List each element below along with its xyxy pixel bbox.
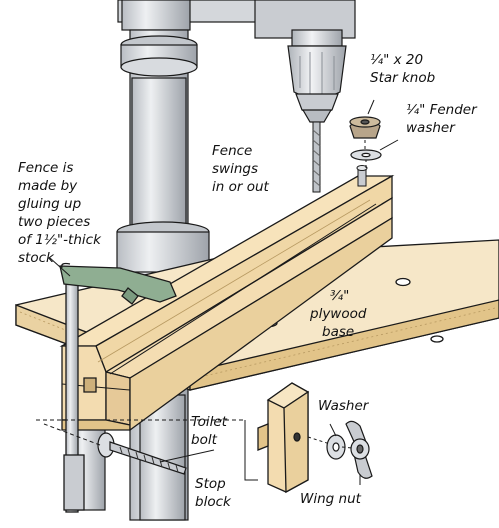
fender-washer bbox=[350, 149, 382, 161]
label-fence-swings-line3: in or out bbox=[212, 179, 270, 195]
leader-lines bbox=[49, 99, 399, 485]
label-plywood: ¾" plywood base bbox=[309, 288, 367, 340]
label-stop-block-line1: Stop bbox=[195, 476, 226, 492]
label-plywood-line1: ¾" bbox=[330, 288, 349, 304]
alignment-lines bbox=[36, 140, 367, 449]
label-fender-washer-line1: ¼" Fender bbox=[406, 102, 478, 118]
label-fence-made-line6: stock bbox=[18, 250, 55, 266]
label-fence-swings: Fence swings in or out bbox=[212, 143, 270, 195]
drill-chuck bbox=[287, 29, 347, 123]
label-star-knob-line1: ¼" x 20 bbox=[370, 52, 423, 68]
label-toilet-bolt-line1: Toilet bbox=[191, 414, 228, 430]
label-toilet-bolt: Toilet bolt bbox=[191, 414, 228, 448]
label-fence-swings-line1: Fence bbox=[212, 143, 252, 159]
label-fender-washer: ¼" Fender washer bbox=[406, 102, 478, 136]
toilet-bolt bbox=[97, 432, 187, 475]
label-fence-made-line3: gluing up bbox=[18, 196, 81, 212]
label-fence-made-line4: two pieces bbox=[18, 214, 90, 230]
label-fence-made-line5: of 1½"-thick bbox=[18, 232, 102, 248]
label-toilet-bolt-line2: bolt bbox=[191, 432, 218, 448]
washer-part bbox=[326, 434, 346, 460]
label-fence-made-line2: made by bbox=[18, 178, 78, 194]
drill-bit bbox=[312, 121, 321, 193]
label-star-knob: ¼" x 20 Star knob bbox=[370, 52, 435, 86]
fence bbox=[59, 174, 395, 432]
label-stop-block: Stop block bbox=[195, 476, 232, 510]
clamp bbox=[59, 262, 177, 513]
label-stop-block-line2: block bbox=[195, 494, 232, 510]
star-knob bbox=[349, 116, 381, 139]
label-fence-swings-line2: swings bbox=[212, 161, 258, 177]
stop-block bbox=[257, 382, 310, 494]
label-fender-washer-line2: washer bbox=[406, 120, 456, 136]
wing-nut bbox=[345, 420, 373, 479]
label-washer: Washer bbox=[318, 398, 370, 414]
label-wing-nut: Wing nut bbox=[300, 491, 362, 507]
label-star-knob-line2: Star knob bbox=[370, 70, 435, 86]
fence-end-bolt bbox=[356, 165, 368, 187]
label-plywood-line2: plywood bbox=[309, 306, 367, 322]
label-fence-made-line1: Fence is bbox=[18, 160, 73, 176]
label-plywood-line3: base bbox=[322, 324, 354, 340]
label-fence-made: Fence is made by gluing up two pieces of… bbox=[18, 160, 102, 266]
